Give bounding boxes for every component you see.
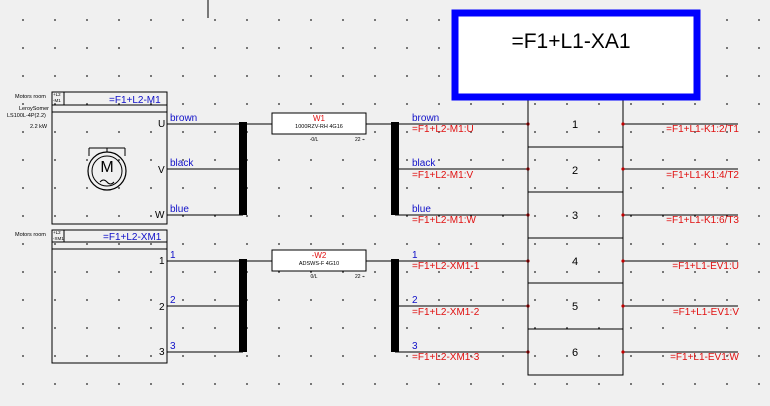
motor-device-id: =F1+L2-M1 <box>109 95 161 106</box>
source-target-4: =F1+L2-XM1-1 <box>412 261 480 272</box>
destination-6: =F1+L1-EV1:W <box>670 352 739 363</box>
cable-w2-box <box>271 249 367 272</box>
left-core-label-4: 1 <box>170 250 176 261</box>
destination-1: =F1+L1-K1:2/T1 <box>666 124 739 135</box>
device-motor-frame <box>51 91 168 225</box>
terminal-strip[interactable]: 1 2 3 4 5 6 <box>527 97 624 376</box>
motor-location: Motors room <box>15 94 46 100</box>
cable-w1-id: W1 <box>313 114 326 123</box>
left-wires <box>167 123 243 353</box>
strip-dot-right-6 <box>621 350 625 354</box>
terminal-4[interactable]: 4 <box>572 256 578 268</box>
strip-right-dots <box>621 122 625 354</box>
destination-5: =F1+L1-EV1:V <box>673 307 739 318</box>
destination-labels: =F1+L1-K1:2/T1 =F1+L1-K1:4/T2 =F1+L1-K1:… <box>666 124 739 363</box>
right-core-label-4: 1 <box>412 250 418 261</box>
motor-pin-w: W <box>155 210 165 221</box>
strip-dot-right-1 <box>621 122 625 126</box>
left-core-label-6: 3 <box>170 341 176 352</box>
right-core-label-6: 3 <box>412 341 418 352</box>
right-core-label-3: blue <box>412 204 431 215</box>
cable-w1[interactable]: W1 1000RZV-RH 4G16 -0/L 22 ⌁ <box>243 112 395 143</box>
right-core-label-1: brown <box>412 113 439 124</box>
cable-w2-right-end: 22 <box>355 274 361 280</box>
motor-ac-wave-icon <box>99 179 115 185</box>
cable-w2-left-bar <box>239 259 247 352</box>
device-socket[interactable]: Motors room +L2 -XM1 =F1+L2-XM1 1 2 3 <box>15 229 168 364</box>
right-core-labels: brown black blue 1 2 3 <box>412 113 439 352</box>
motor-symbol-letter: M <box>100 159 113 176</box>
cable-w1-right-end: 22 <box>355 137 361 143</box>
cable-w2[interactable]: -W2 ADSWS-F 4G10 0/L 22 ⌁ <box>243 249 395 280</box>
source-target-6: =F1+L2-XM1-3 <box>412 352 480 363</box>
motor-model: LS100L-4P(2.2) <box>7 113 46 119</box>
source-target-labels: =F1+L2-M1:U =F1+L2-M1:V =F1+L2-M1:W =F1+… <box>412 124 480 363</box>
source-target-1: =F1+L2-M1:U <box>412 124 474 135</box>
socket-pin-1: 1 <box>159 256 165 267</box>
left-core-label-2: black <box>170 158 194 169</box>
cable-w1-box <box>271 112 367 135</box>
left-core-label-3: blue <box>170 204 189 215</box>
motor-manufacturer: LeroySomer <box>19 106 49 112</box>
terminal-strip-label-frame <box>451 9 701 101</box>
device-motor[interactable]: Motors room +L2 -M1 =F1+L2-M1 LeroySomer… <box>7 91 168 225</box>
terminal-strip-label-text: =F1+L1-XA1 <box>511 30 630 53</box>
terminal-2[interactable]: 2 <box>572 165 578 177</box>
left-core-label-5: 2 <box>170 295 176 306</box>
right-core-label-5: 2 <box>412 295 418 306</box>
motor-symbol-inner <box>91 155 123 187</box>
motor-code-2: -M1 <box>53 98 61 103</box>
cable-w1-left-bar <box>239 122 247 215</box>
strip-dot-right-5 <box>621 304 625 308</box>
source-target-2: =F1+L2-M1:V <box>412 170 473 181</box>
device-socket-frame <box>51 229 168 364</box>
socket-code-1: +L2 <box>53 230 61 235</box>
socket-code-2: -XM1 <box>53 236 64 241</box>
motor-pin-v: V <box>158 165 165 176</box>
motor-code-1: +L2 <box>53 92 61 97</box>
socket-location: Motors room <box>15 232 46 238</box>
right-wires <box>395 123 528 353</box>
cable-w2-id: -W2 <box>312 251 327 260</box>
cable-w1-left-end: -0/L <box>310 137 319 143</box>
terminal-3[interactable]: 3 <box>572 210 578 222</box>
terminal-5[interactable]: 5 <box>572 301 578 313</box>
destination-4: =F1+L1-EV1:U <box>672 261 739 272</box>
source-target-3: =F1+L2-M1:W <box>412 215 476 226</box>
cable-w2-type: ADSWS-F 4G10 <box>299 261 339 267</box>
strip-dot-right-4 <box>621 259 625 263</box>
socket-pin-3: 3 <box>159 347 165 358</box>
cable-w1-shield-icon: ⌁ <box>362 137 365 143</box>
destination-wires <box>623 123 738 353</box>
right-core-label-2: black <box>412 158 436 169</box>
terminal-strip-label[interactable]: =F1+L1-XA1 <box>451 9 701 101</box>
terminal-strip-frame <box>527 97 624 376</box>
cable-w2-shield-icon: ⌁ <box>362 274 365 280</box>
terminal-6[interactable]: 6 <box>572 347 578 359</box>
strip-dot-right-3 <box>621 213 625 217</box>
socket-pin-2: 2 <box>159 302 165 313</box>
source-target-5: =F1+L2-XM1-2 <box>412 307 480 318</box>
left-core-labels: brown black blue 1 2 3 <box>170 113 197 352</box>
destination-2: =F1+L1-K1:4/T2 <box>666 170 739 181</box>
strip-dot-right-2 <box>621 167 625 171</box>
motor-power: 2.2 kW <box>30 124 48 130</box>
terminal-1[interactable]: 1 <box>572 119 578 131</box>
cable-w2-left-end: 0/L <box>311 274 318 280</box>
socket-device-id: =F1+L2-XM1 <box>103 232 162 243</box>
destination-3: =F1+L1-K1:6/T3 <box>666 215 739 226</box>
cable-w1-type: 1000RZV-RH 4G16 <box>295 124 343 130</box>
motor-pin-u: U <box>158 119 165 130</box>
left-core-label-1: brown <box>170 113 197 124</box>
